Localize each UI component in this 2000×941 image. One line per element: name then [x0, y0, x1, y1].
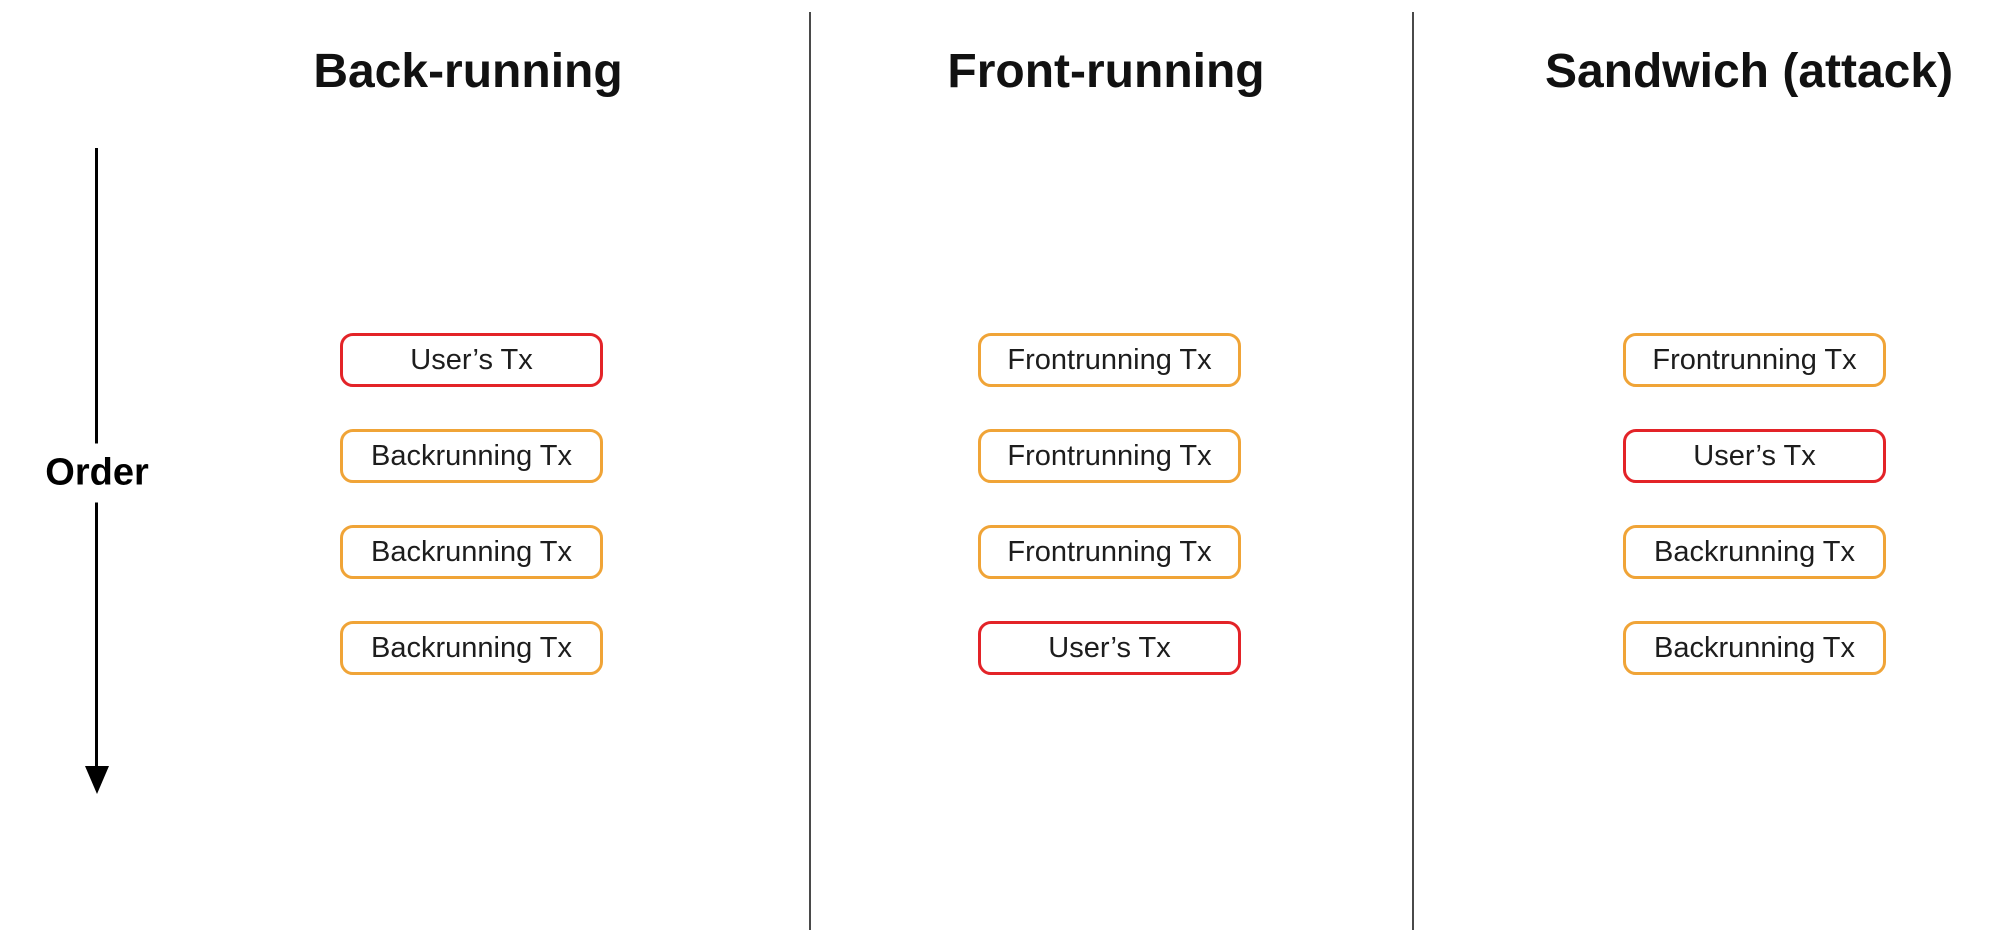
backrunning-tx-box: Backrunning Tx — [1623, 525, 1886, 579]
backrunning-tx-box: Backrunning Tx — [1623, 621, 1886, 675]
backrunning-tx-box: Backrunning Tx — [340, 621, 603, 675]
user-tx-box: User’s Tx — [1623, 429, 1886, 483]
tx-box-label: Backrunning Tx — [1654, 535, 1855, 568]
tx-box-label: Frontrunning Tx — [1007, 535, 1212, 568]
backrunning-tx-box: Backrunning Tx — [340, 525, 603, 579]
user-tx-box: User’s Tx — [978, 621, 1241, 675]
tx-box-label: Frontrunning Tx — [1007, 343, 1212, 376]
tx-box-label: Frontrunning Tx — [1007, 439, 1212, 472]
frontrunning-column-title: Front-running — [947, 45, 1265, 98]
sandwich-column-title: Sandwich (attack) — [1544, 45, 1954, 98]
tx-box-label: User’s Tx — [1693, 439, 1816, 472]
tx-box-label: User’s Tx — [410, 343, 533, 376]
tx-box-label: Backrunning Tx — [371, 439, 572, 472]
backrunning-column-title: Back-running — [313, 45, 623, 98]
user-tx-box: User’s Tx — [340, 333, 603, 387]
tx-box-label: Backrunning Tx — [371, 631, 572, 664]
backrunning-tx-box: Backrunning Tx — [340, 429, 603, 483]
frontrunning-tx-box: Frontrunning Tx — [978, 525, 1241, 579]
order-axis-label: Order — [42, 443, 152, 503]
frontrunning-tx-box: Frontrunning Tx — [1623, 333, 1886, 387]
tx-box-label: Backrunning Tx — [371, 535, 572, 568]
tx-box-label: Backrunning Tx — [1654, 631, 1855, 664]
frontrunning-tx-box: Frontrunning Tx — [978, 333, 1241, 387]
order-arrow-head-icon — [85, 766, 109, 794]
tx-box-label: Frontrunning Tx — [1652, 343, 1857, 376]
column-divider-1 — [809, 12, 811, 930]
tx-box-label: User’s Tx — [1048, 631, 1171, 664]
column-divider-2 — [1412, 12, 1414, 930]
frontrunning-tx-box: Frontrunning Tx — [978, 429, 1241, 483]
